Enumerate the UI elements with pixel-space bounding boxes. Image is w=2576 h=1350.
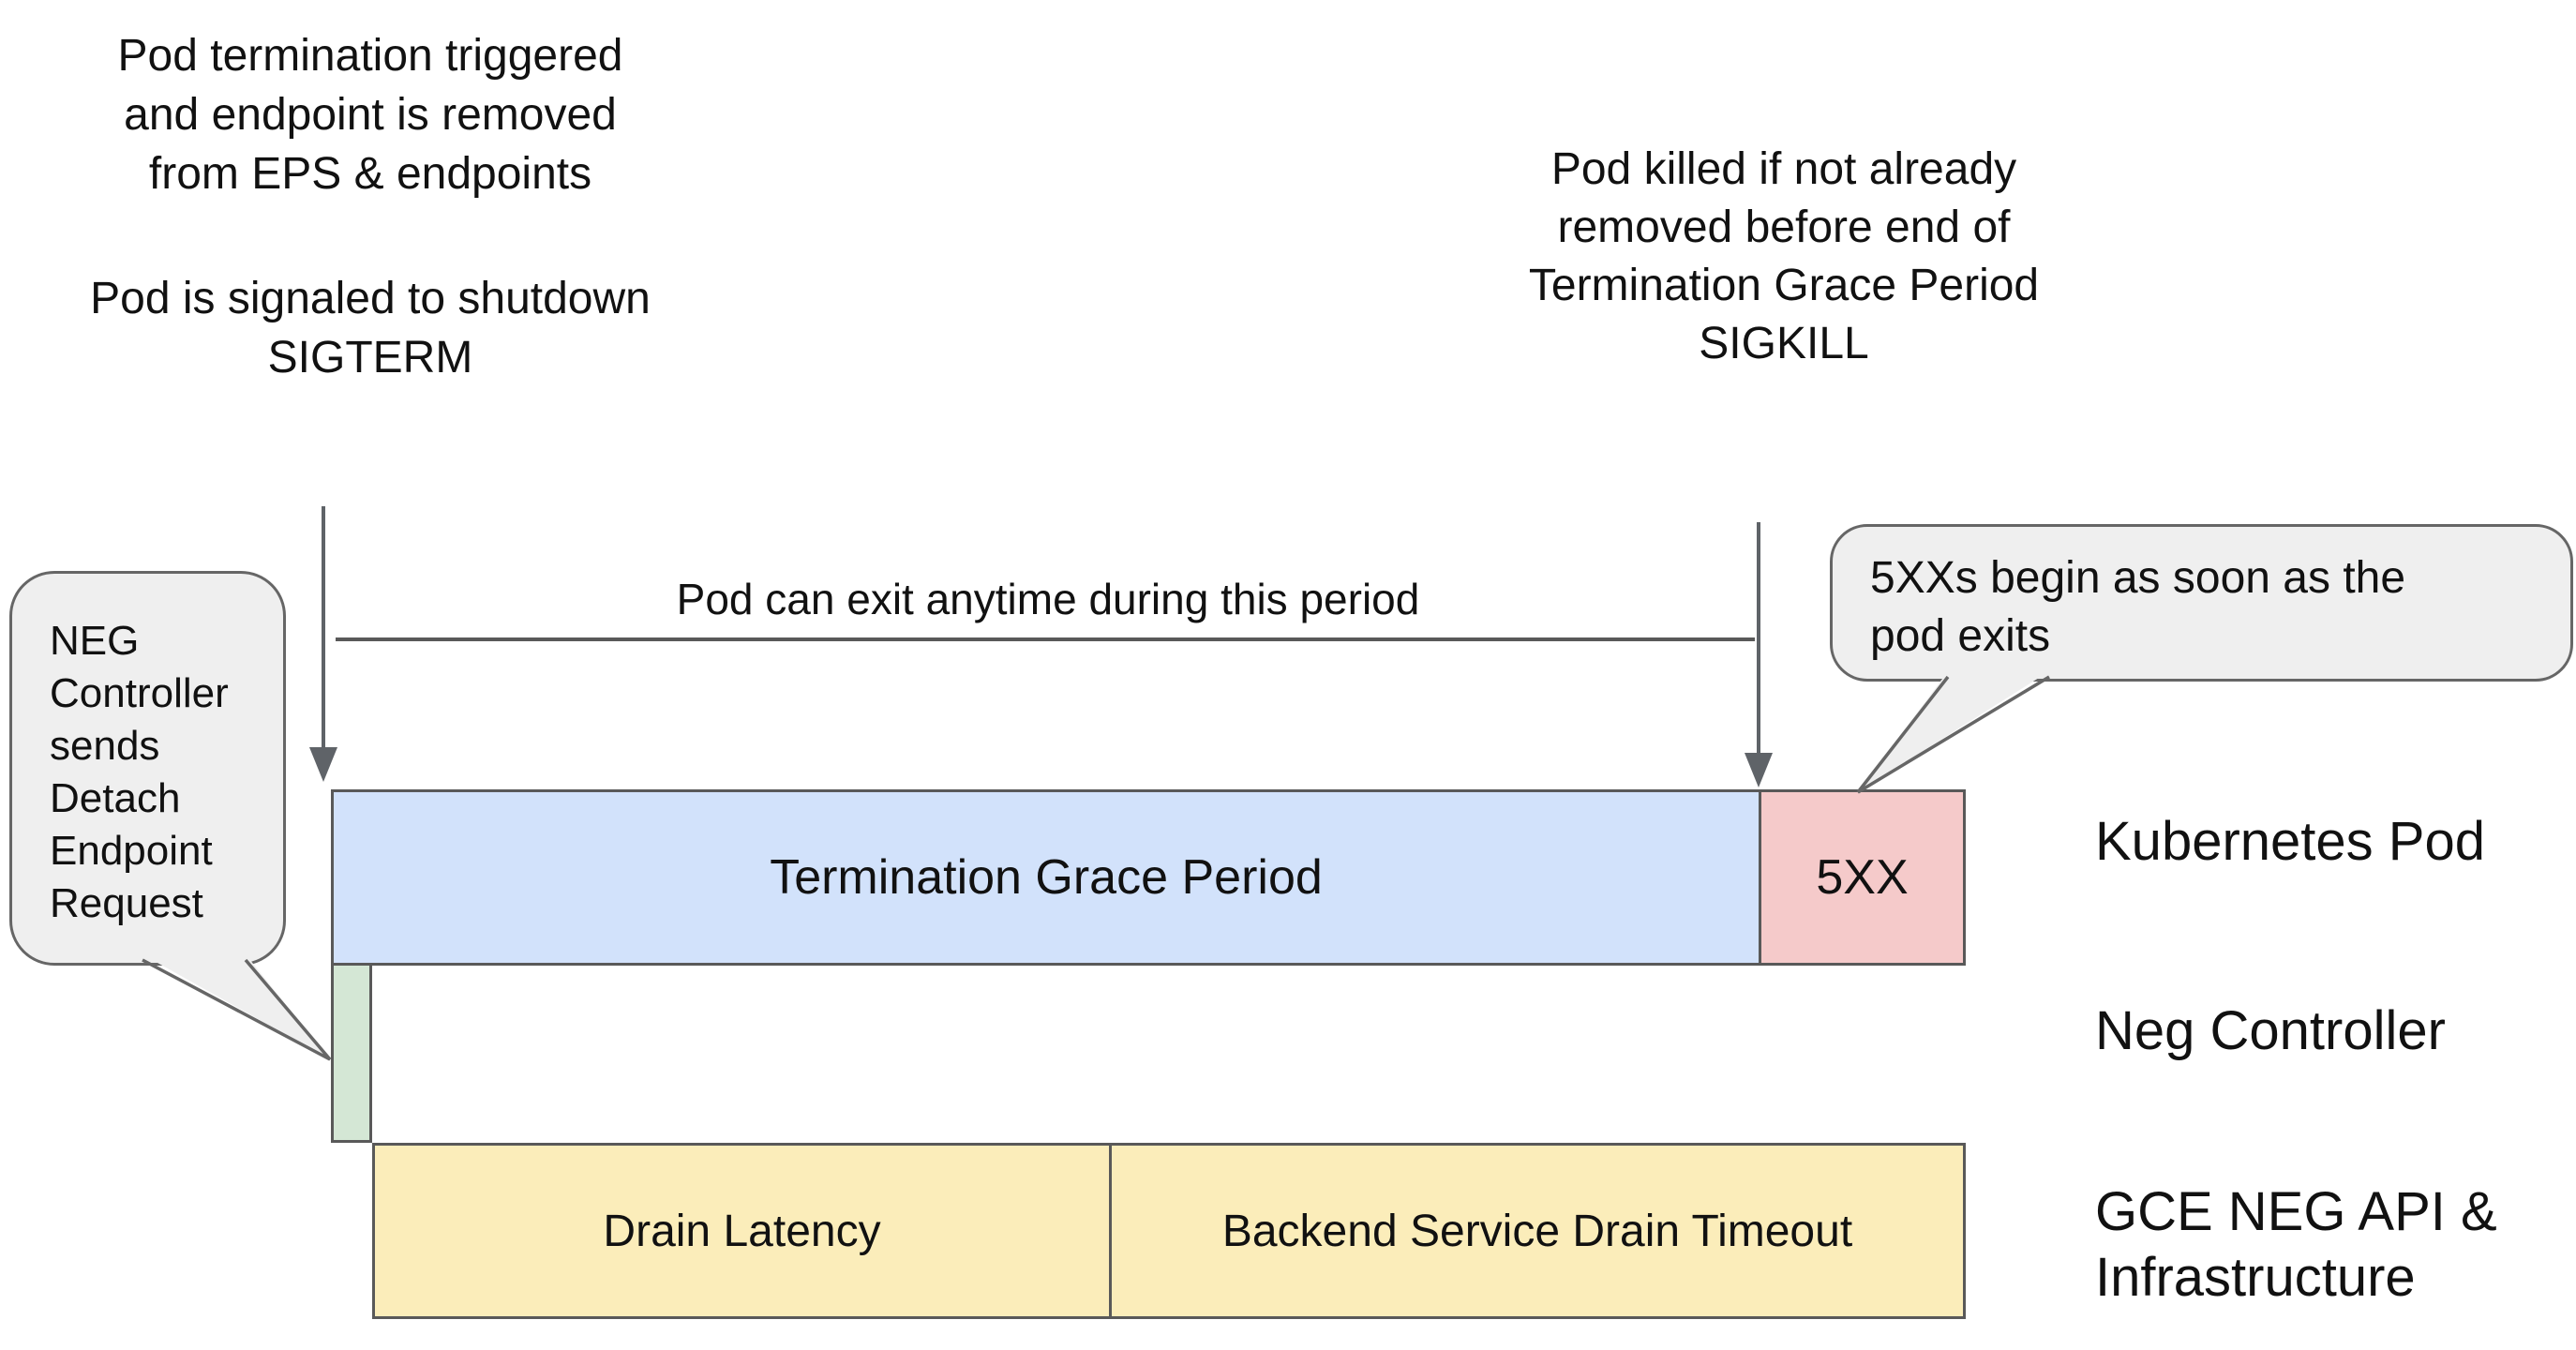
- fivexx-callout-bubble: 5XXs begin as soon as the pod exits: [1830, 524, 2573, 682]
- spacer: [19, 203, 722, 269]
- annotation-line: Pod is signaled to shutdown: [90, 274, 651, 323]
- row-label-kubernetes-pod: Kubernetes Pod: [2095, 811, 2485, 872]
- annotation-line: SIGKILL: [1699, 319, 1869, 368]
- callout-text: NEG Controller sends Detach Endpoint Req…: [50, 615, 229, 930]
- callout-line: Endpoint: [50, 828, 213, 874]
- annotation-line: SIGTERM: [267, 333, 473, 382]
- row-label-neg-controller: Neg Controller: [2095, 1000, 2446, 1061]
- row-label-gce-neg-api: GCE NEG API & Infrastructure: [2095, 1179, 2497, 1311]
- callout-text: 5XXs begin as soon as the pod exits: [1870, 549, 2405, 666]
- sigkill-arrow: [1745, 522, 1773, 788]
- row-label-line: Infrastructure: [2095, 1247, 2416, 1308]
- annotation-line: and endpoint is removed: [124, 90, 617, 140]
- neg-controller-callout-bubble: NEG Controller sends Detach Endpoint Req…: [9, 571, 286, 966]
- callout-line: Detach: [50, 775, 181, 821]
- annotation-line: removed before end of: [1557, 202, 2011, 252]
- callout-line: pod exits: [1870, 611, 2051, 661]
- neg-controller-callout-tail: [142, 954, 332, 1061]
- sigterm-arrow: [309, 506, 337, 782]
- detach-endpoint-bar: [331, 963, 372, 1143]
- fivexx-label: 5XX: [1816, 850, 1909, 905]
- callout-line: sends: [50, 723, 160, 769]
- exit-period-label: Pod can exit anytime during this period: [676, 575, 1420, 623]
- fivexx-callout-tail: [1856, 671, 2050, 794]
- backend-service-drain-timeout-bar: [1109, 1143, 1966, 1319]
- callout-line: Request: [50, 880, 203, 926]
- annotation-line: from EPS & endpoints: [148, 149, 592, 199]
- termination-grace-period-label: Termination Grace Period: [770, 850, 1323, 905]
- annotation-pod-termination: Pod termination triggered and endpoint i…: [19, 26, 722, 387]
- callout-line: 5XXs begin as soon as the: [1870, 553, 2406, 603]
- fivexx-bar: [1759, 789, 1966, 966]
- backend-service-drain-timeout-label: Backend Service Drain Timeout: [1221, 1206, 1853, 1256]
- annotation-line: Pod killed if not already: [1550, 144, 2017, 194]
- drain-latency-bar: [372, 1143, 1112, 1319]
- drain-latency-label: Drain Latency: [603, 1206, 881, 1256]
- callout-line: Controller: [50, 670, 229, 716]
- annotation-line: Termination Grace Period: [1528, 261, 2040, 310]
- row-label-line: GCE NEG API &: [2095, 1181, 2497, 1242]
- annotation-line: Pod termination triggered: [117, 31, 623, 81]
- annotation-pod-killed: Pod killed if not already removed before…: [1456, 141, 2112, 373]
- callout-line: NEG: [50, 618, 140, 664]
- termination-grace-period-bar: [331, 789, 1761, 966]
